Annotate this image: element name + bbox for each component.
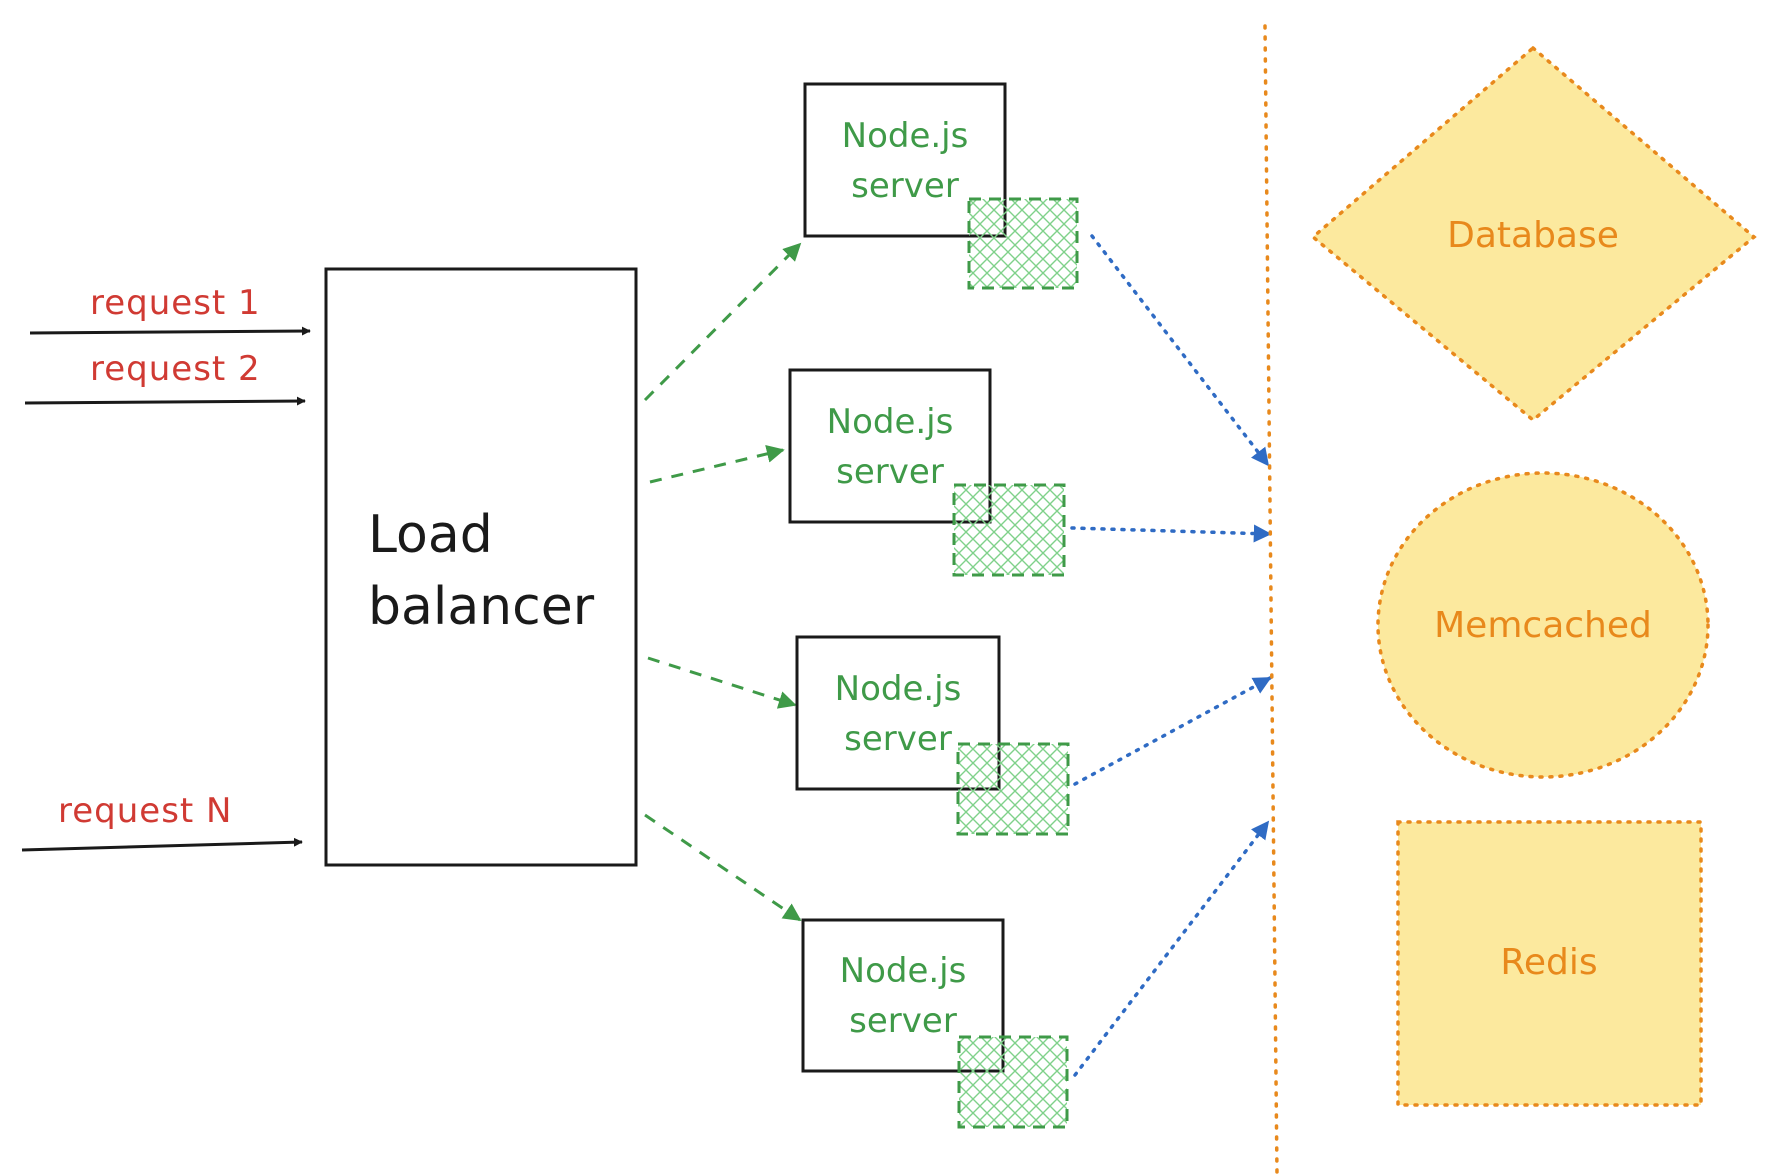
node-server-4: Node.js server	[801, 918, 1069, 1129]
server-4-label-line2: server	[849, 1001, 957, 1041]
balancer-to-server-arrows	[643, 242, 802, 922]
request-1: request 1	[29, 283, 311, 336]
server-1-label-line1: Node.js	[842, 116, 969, 156]
request-2-label: request 2	[90, 349, 261, 389]
server-to-store-arrows	[1070, 234, 1272, 1077]
arrow-from-server-4	[1073, 820, 1270, 1077]
request-1-label: request 1	[90, 283, 261, 323]
arrow-to-server-1	[643, 242, 802, 402]
load-balancer-label-line2: balancer	[368, 577, 595, 637]
redis-label: Redis	[1500, 942, 1597, 983]
database-label: Database	[1447, 215, 1619, 256]
arrow-from-server-3	[1073, 676, 1272, 786]
server-2-cache-hatch	[952, 483, 1066, 577]
server-1-cache-hatch	[967, 197, 1079, 290]
request-n: request N	[21, 791, 303, 852]
node-server-2: Node.js server	[788, 368, 1066, 577]
redis-shape	[1396, 820, 1703, 1107]
arrow-from-server-2	[1070, 524, 1272, 543]
request-n-arrow	[21, 837, 303, 852]
server-3-cache-hatch	[956, 742, 1070, 836]
server-4-cache-hatch	[957, 1035, 1069, 1129]
memcached-shape	[1376, 471, 1710, 779]
redis-node: Redis	[1396, 820, 1703, 1107]
arrow-to-server-3	[647, 656, 797, 709]
node-server-1: Node.js server	[803, 82, 1079, 290]
node-server-3: Node.js server	[795, 635, 1070, 836]
data-tier-divider	[1263, 24, 1279, 1174]
database-node: Database	[1310, 45, 1757, 423]
memcached-label: Memcached	[1434, 605, 1652, 646]
load-balancer-label-line1: Load	[368, 505, 493, 565]
server-3-label-line1: Node.js	[835, 669, 962, 709]
load-balancer: Load balancer	[324, 267, 638, 867]
arrow-to-server-2	[649, 445, 785, 484]
server-4-label-line1: Node.js	[840, 951, 967, 991]
request-2-arrow	[24, 396, 306, 406]
server-2-label-line1: Node.js	[827, 402, 954, 442]
request-1-arrow	[29, 326, 311, 336]
database-shape	[1310, 45, 1757, 423]
server-3-label-line2: server	[844, 719, 952, 759]
request-n-label: request N	[58, 791, 232, 831]
arrow-to-server-4	[644, 813, 802, 922]
arrow-from-server-1	[1090, 234, 1270, 467]
load-balancer-box	[324, 267, 638, 867]
server-2-label-line2: server	[836, 452, 944, 492]
request-2: request 2	[24, 349, 306, 406]
server-1-label-line2: server	[851, 166, 959, 206]
memcached-node: Memcached	[1376, 471, 1710, 779]
